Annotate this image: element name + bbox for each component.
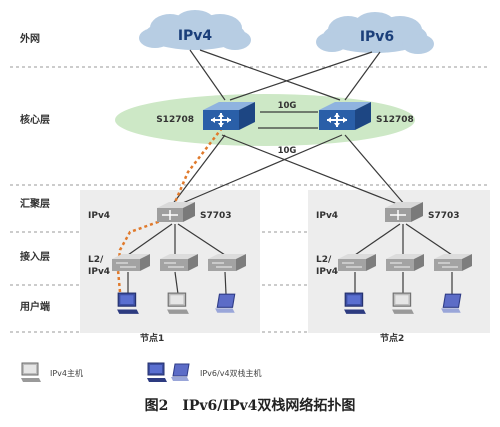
network-links xyxy=(127,49,453,295)
node2-agg-label: IPv4 xyxy=(316,211,338,221)
core-link-label-bottom: 10G xyxy=(278,146,297,156)
node1-agg-label: IPv4 xyxy=(88,211,110,221)
access-switch-icon xyxy=(337,253,377,272)
core-switch-right-label: S12708 xyxy=(376,115,414,125)
access-switch-icon xyxy=(159,253,199,272)
legend-dual-host-icon xyxy=(146,362,168,383)
ipv6-cloud xyxy=(316,12,434,54)
legend-ipv4-host-icon xyxy=(20,362,42,383)
access-switch-icon xyxy=(433,253,473,272)
legend-dual-laptop-icon xyxy=(170,363,190,382)
core-switch-icon xyxy=(317,100,373,132)
node-1-name: 节点1 xyxy=(140,332,164,344)
access-switch-icon xyxy=(207,253,247,272)
layer-label-access: 接入层 xyxy=(20,250,50,263)
layer-label-user: 用户端 xyxy=(19,300,50,313)
core-switch-left-label: S12708 xyxy=(156,115,194,125)
core-link-label-top: 10G xyxy=(278,101,297,111)
desktop-host-icon xyxy=(391,292,415,315)
node1-agg-switch-label: S7703 xyxy=(200,211,232,221)
layer-label-core: 核心层 xyxy=(20,113,50,126)
access-switch-icon xyxy=(111,253,151,272)
layer-label-aggregation: 汇聚层 xyxy=(20,197,50,210)
node2-access-label-line1: L2/ xyxy=(316,255,332,265)
core-switch-icon xyxy=(201,100,257,132)
figure-caption: 图2 IPv6/IPv4双栈网络拓扑图 xyxy=(144,398,356,414)
ipv4-cloud xyxy=(139,10,251,50)
ipv4-cloud-label: IPv4 xyxy=(178,28,213,44)
node-2-name: 节点2 xyxy=(380,332,404,344)
node2-access-label-line2: IPv4 xyxy=(316,267,338,277)
node2-agg-switch-label: S7703 xyxy=(428,211,460,221)
desktop-host-icon xyxy=(116,292,140,315)
desktop-host-icon xyxy=(343,292,367,315)
node1-access-label-line1: L2/ xyxy=(88,255,104,265)
node1-access-label-line2: IPv4 xyxy=(88,267,110,277)
legend-dual-host-label: IPv6/v4双栈主机 xyxy=(200,368,262,378)
ipv6-cloud-label: IPv6 xyxy=(360,29,394,45)
legend-ipv4-host-label: IPv4主机 xyxy=(50,368,83,378)
desktop-host-icon xyxy=(166,292,190,315)
layer-label-external: 外网 xyxy=(19,32,40,45)
access-switch-icon xyxy=(385,253,425,272)
